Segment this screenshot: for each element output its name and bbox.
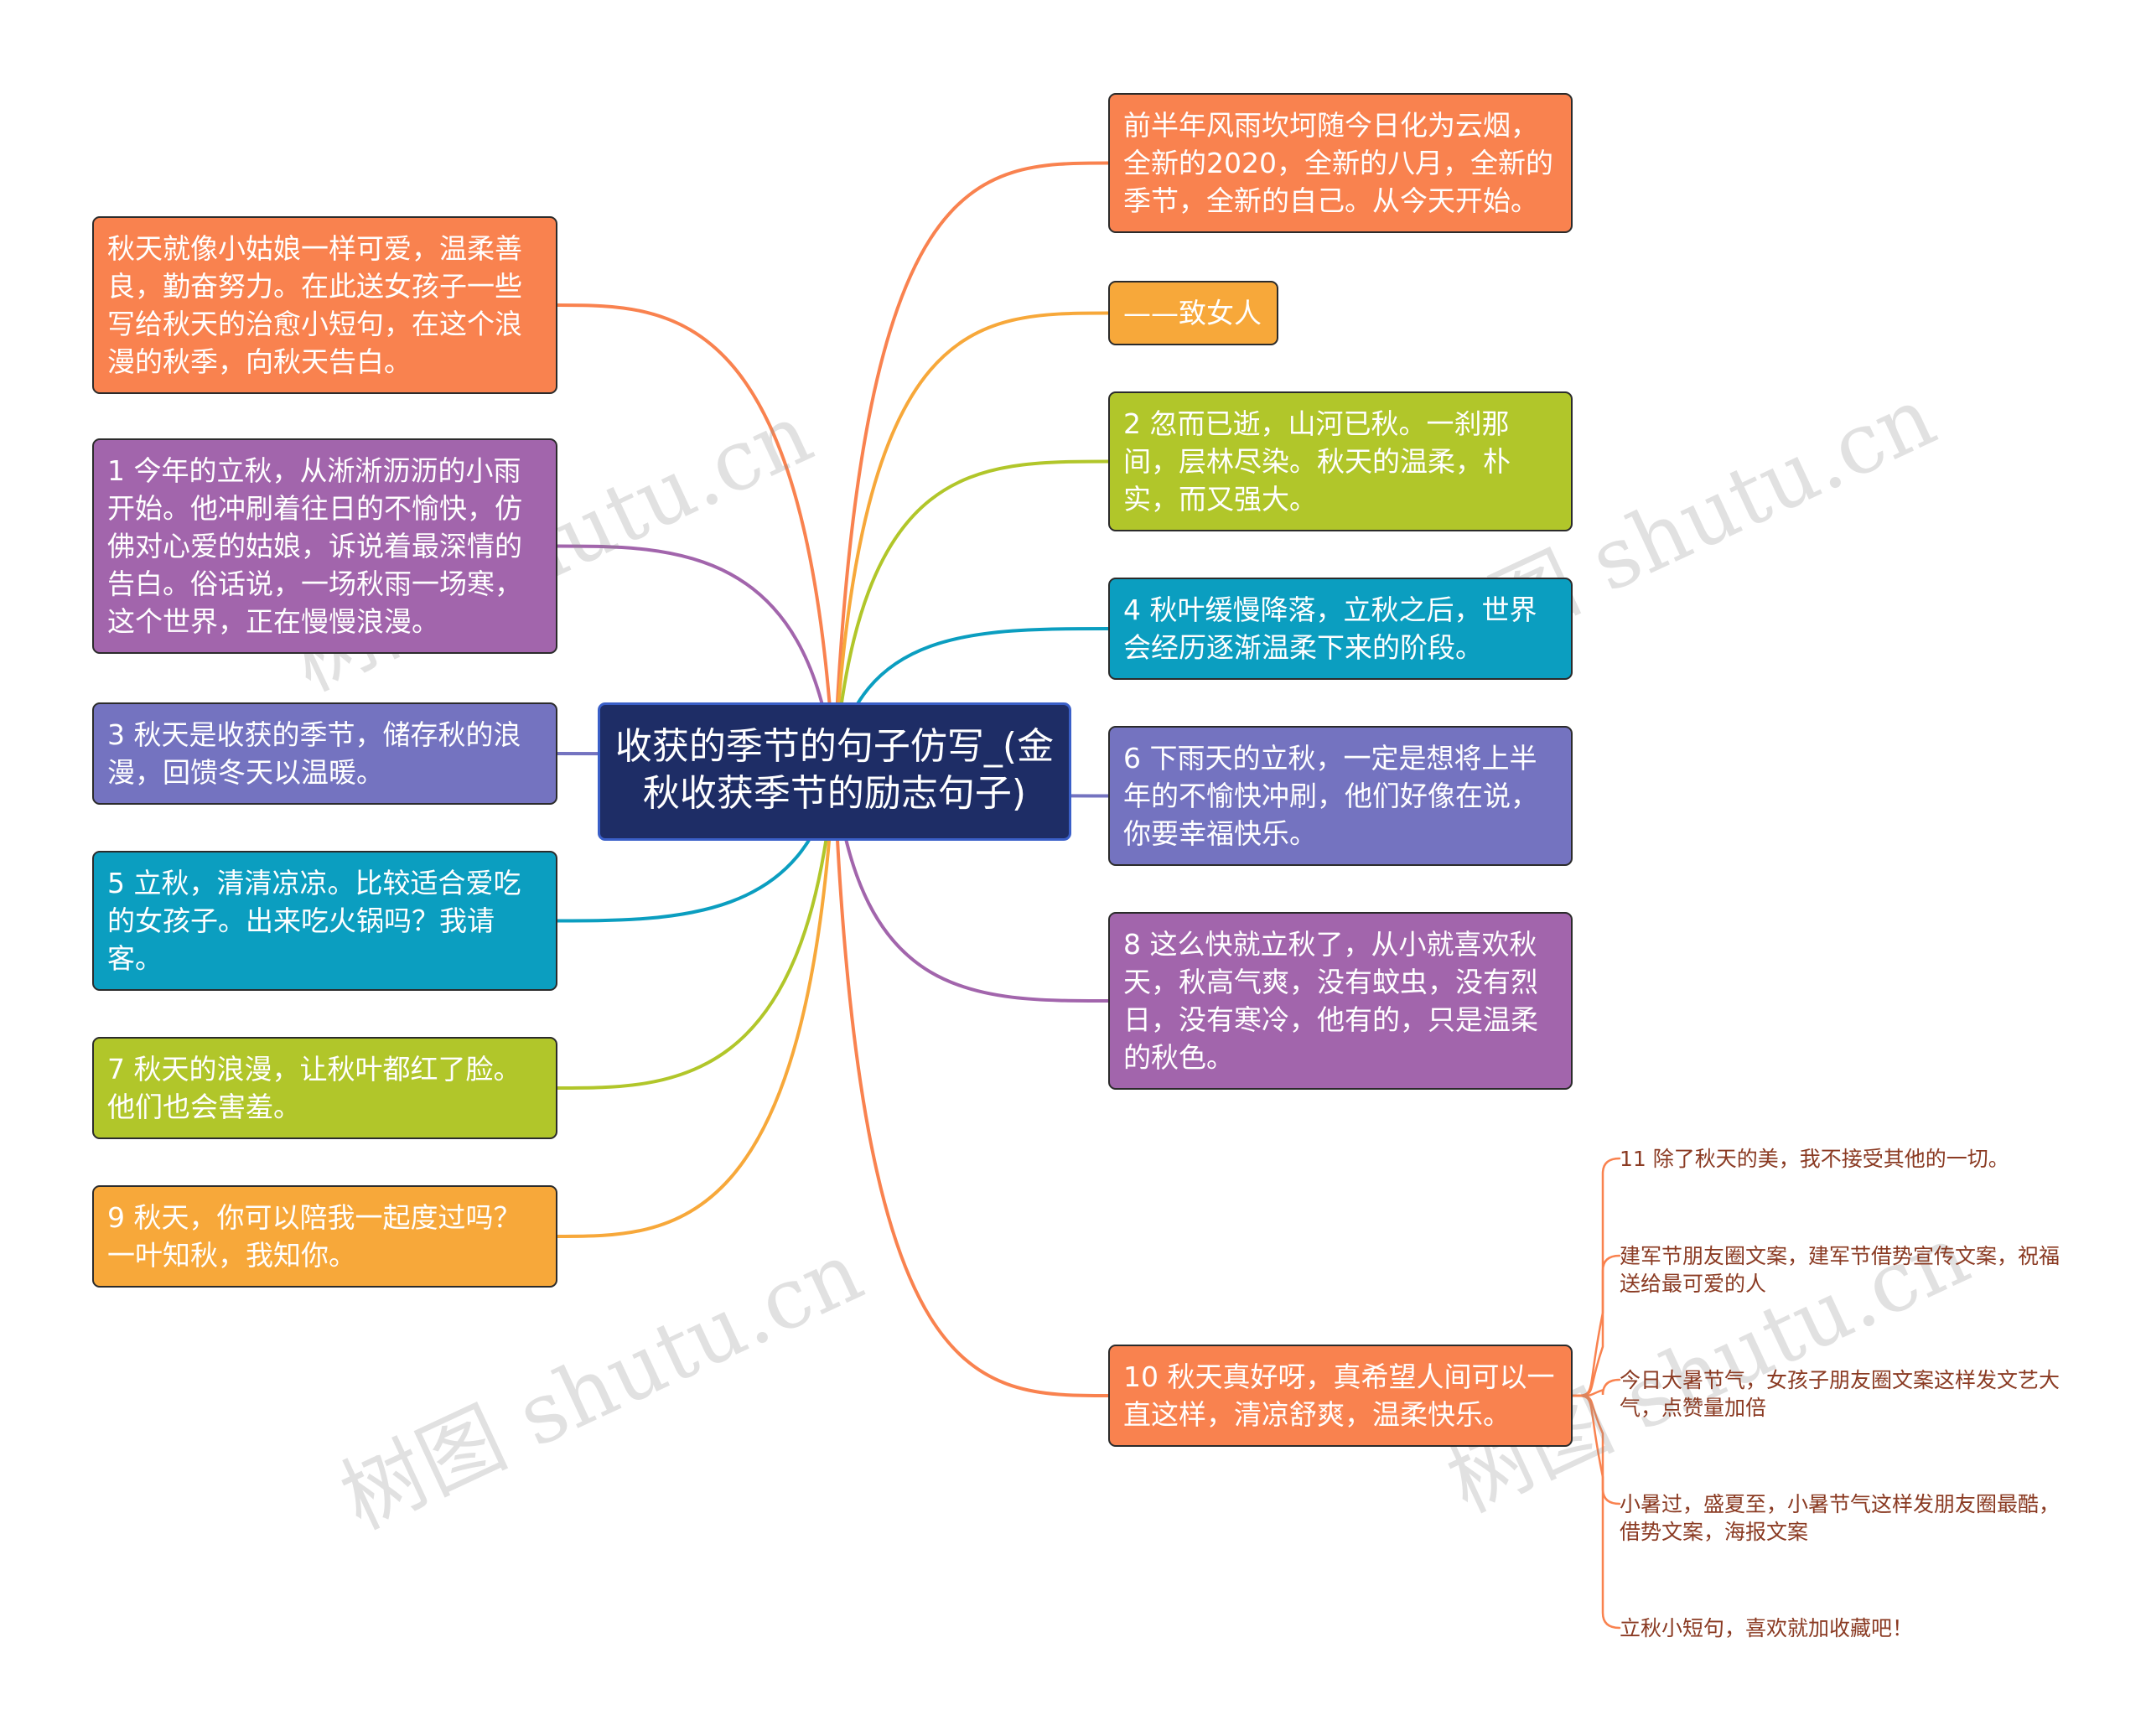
subtopic-leaf[interactable]: 11 除了秋天的美，我不接受其他的一切。 — [1620, 1147, 2009, 1171]
subtopic-leaf[interactable]: 立秋小短句，喜欢就加收藏吧！ — [1620, 1616, 1914, 1640]
right-topic-node[interactable]: 4 秋叶缓慢降落，立秋之后，世界会经历逐渐温柔下来的阶段。 — [1108, 578, 1573, 680]
right-topic-node[interactable]: 6 下雨天的立秋，一定是想将上半年的不愉快冲刷，他们好像在说，你要幸福快乐。 — [1108, 726, 1573, 866]
left-topic-node[interactable]: 9 秋天，你可以陪我一起度过吗？一叶知秋，我知你。 — [92, 1185, 557, 1288]
leaf-connector-line — [1571, 1378, 1621, 1397]
connector-line — [832, 768, 1110, 1003]
right-topic-node[interactable]: 10 秋天真好呀，真希望人间可以一直这样，清凉舒爽，温柔快乐。 — [1108, 1345, 1573, 1447]
left-topic-node[interactable]: 5 立秋，清清凉凉。比较适合爱吃的女孩子。出来吃火锅吗？我请客。 — [92, 851, 557, 991]
left-topic-node[interactable]: 秋天就像小姑娘一样可爱，温柔善良，勤奋努力。在此送女孩子一些写给秋天的治愈小短句… — [92, 216, 557, 394]
connector-line — [556, 544, 836, 771]
subtopic-leaf[interactable]: 今日大暑节气，女孩子朋友圈文案这样发文艺大气，点赞量加倍 — [1620, 1368, 2060, 1420]
left-topic-node[interactable]: 7 秋天的浪漫，让秋叶都红了脸。他们也会害羞。 — [92, 1037, 557, 1139]
connector-line — [556, 303, 836, 771]
connector-line — [832, 459, 1110, 771]
leaf-connector-line — [1571, 1157, 1621, 1397]
left-topic-node[interactable]: 3 秋天是收获的季节，储存秋的浪漫，回馈冬天以温暖。 — [92, 702, 557, 805]
subtopic-leaf[interactable]: 建军节朋友圈文案，建军节借势宣传文案，祝福送给最可爱的人 — [1620, 1244, 2060, 1296]
connector-line — [832, 311, 1110, 771]
subtopic-leaf[interactable]: 小暑过，盛夏至，小暑节气这样发朋友圈最酷，借势文案，海报文案 — [1620, 1492, 2060, 1544]
right-topic-node[interactable]: 前半年风雨坎坷随今日化为云烟，全新的2020，全新的八月，全新的季节，全新的自己… — [1108, 93, 1573, 233]
right-topic-node[interactable]: 2 忽而已逝，山河已秋。一刹那间，层林尽染。秋天的温柔，朴实，而又强大。 — [1108, 391, 1573, 531]
root-topic[interactable]: 收获的季节的句子仿写_(金秋收获季节的励志句子) — [598, 702, 1071, 841]
leaf-connector-line — [1571, 1394, 1621, 1630]
connector-line — [556, 768, 836, 1090]
right-topic-node[interactable]: ——致女人 — [1108, 281, 1278, 345]
connector-line — [556, 768, 836, 1238]
leaf-connector-line — [1571, 1254, 1621, 1397]
leaf-connector-line — [1571, 1394, 1621, 1505]
right-topic-node[interactable]: 8 这么快就立秋了，从小就喜欢秋天，秋高气爽，没有蚊虫，没有烈日，没有寒冷，他有… — [1108, 912, 1573, 1090]
left-topic-node[interactable]: 1 今年的立秋，从淅淅沥沥的小雨开始。他冲刷着往日的不愉快，仿佛对心爱的姑娘，诉… — [92, 438, 557, 654]
connector-line — [832, 768, 1110, 1397]
connector-line — [832, 161, 1110, 771]
